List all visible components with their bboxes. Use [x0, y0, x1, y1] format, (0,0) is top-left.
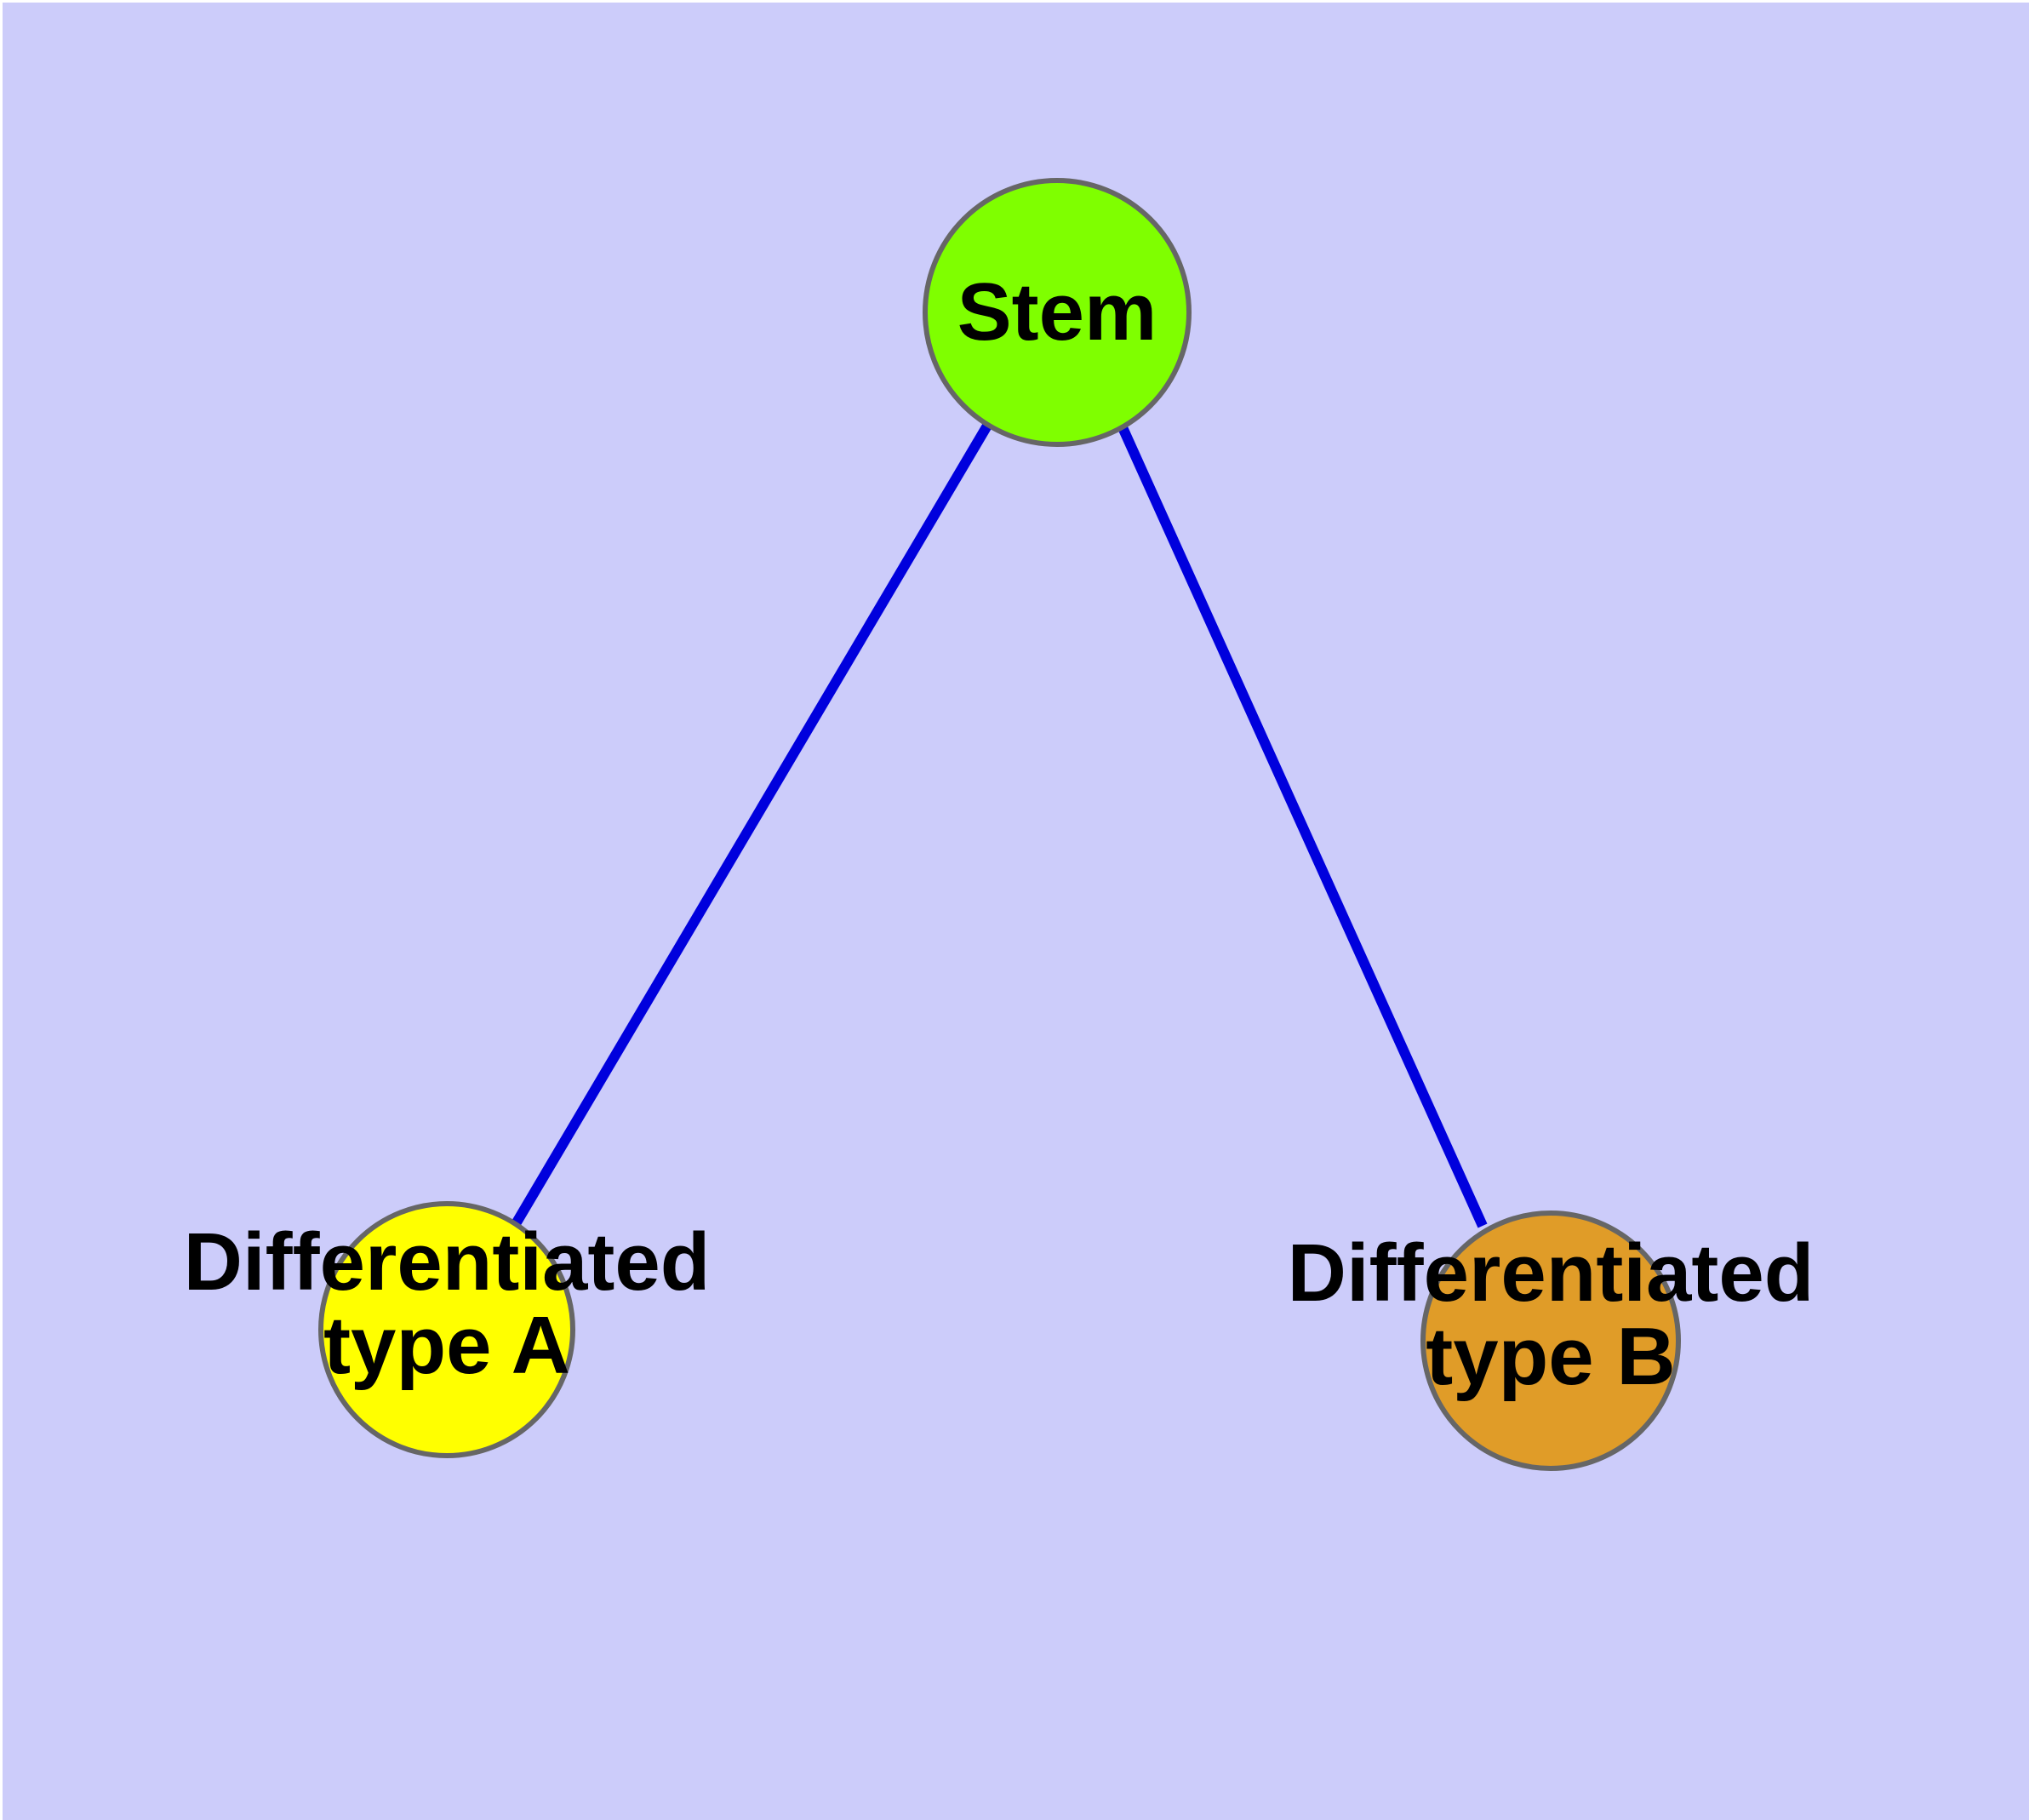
node-differentiated-type-b[interactable] [1420, 1210, 1681, 1471]
edge-stem-to-differentiated-b[interactable] [1117, 423, 1488, 1228]
node-differentiated-type-a[interactable] [318, 1201, 575, 1458]
edge-group [512, 422, 1488, 1228]
node-stem[interactable] [923, 178, 1192, 447]
node-group [318, 178, 1681, 1471]
edge-stem-to-differentiated-a[interactable] [512, 422, 992, 1226]
